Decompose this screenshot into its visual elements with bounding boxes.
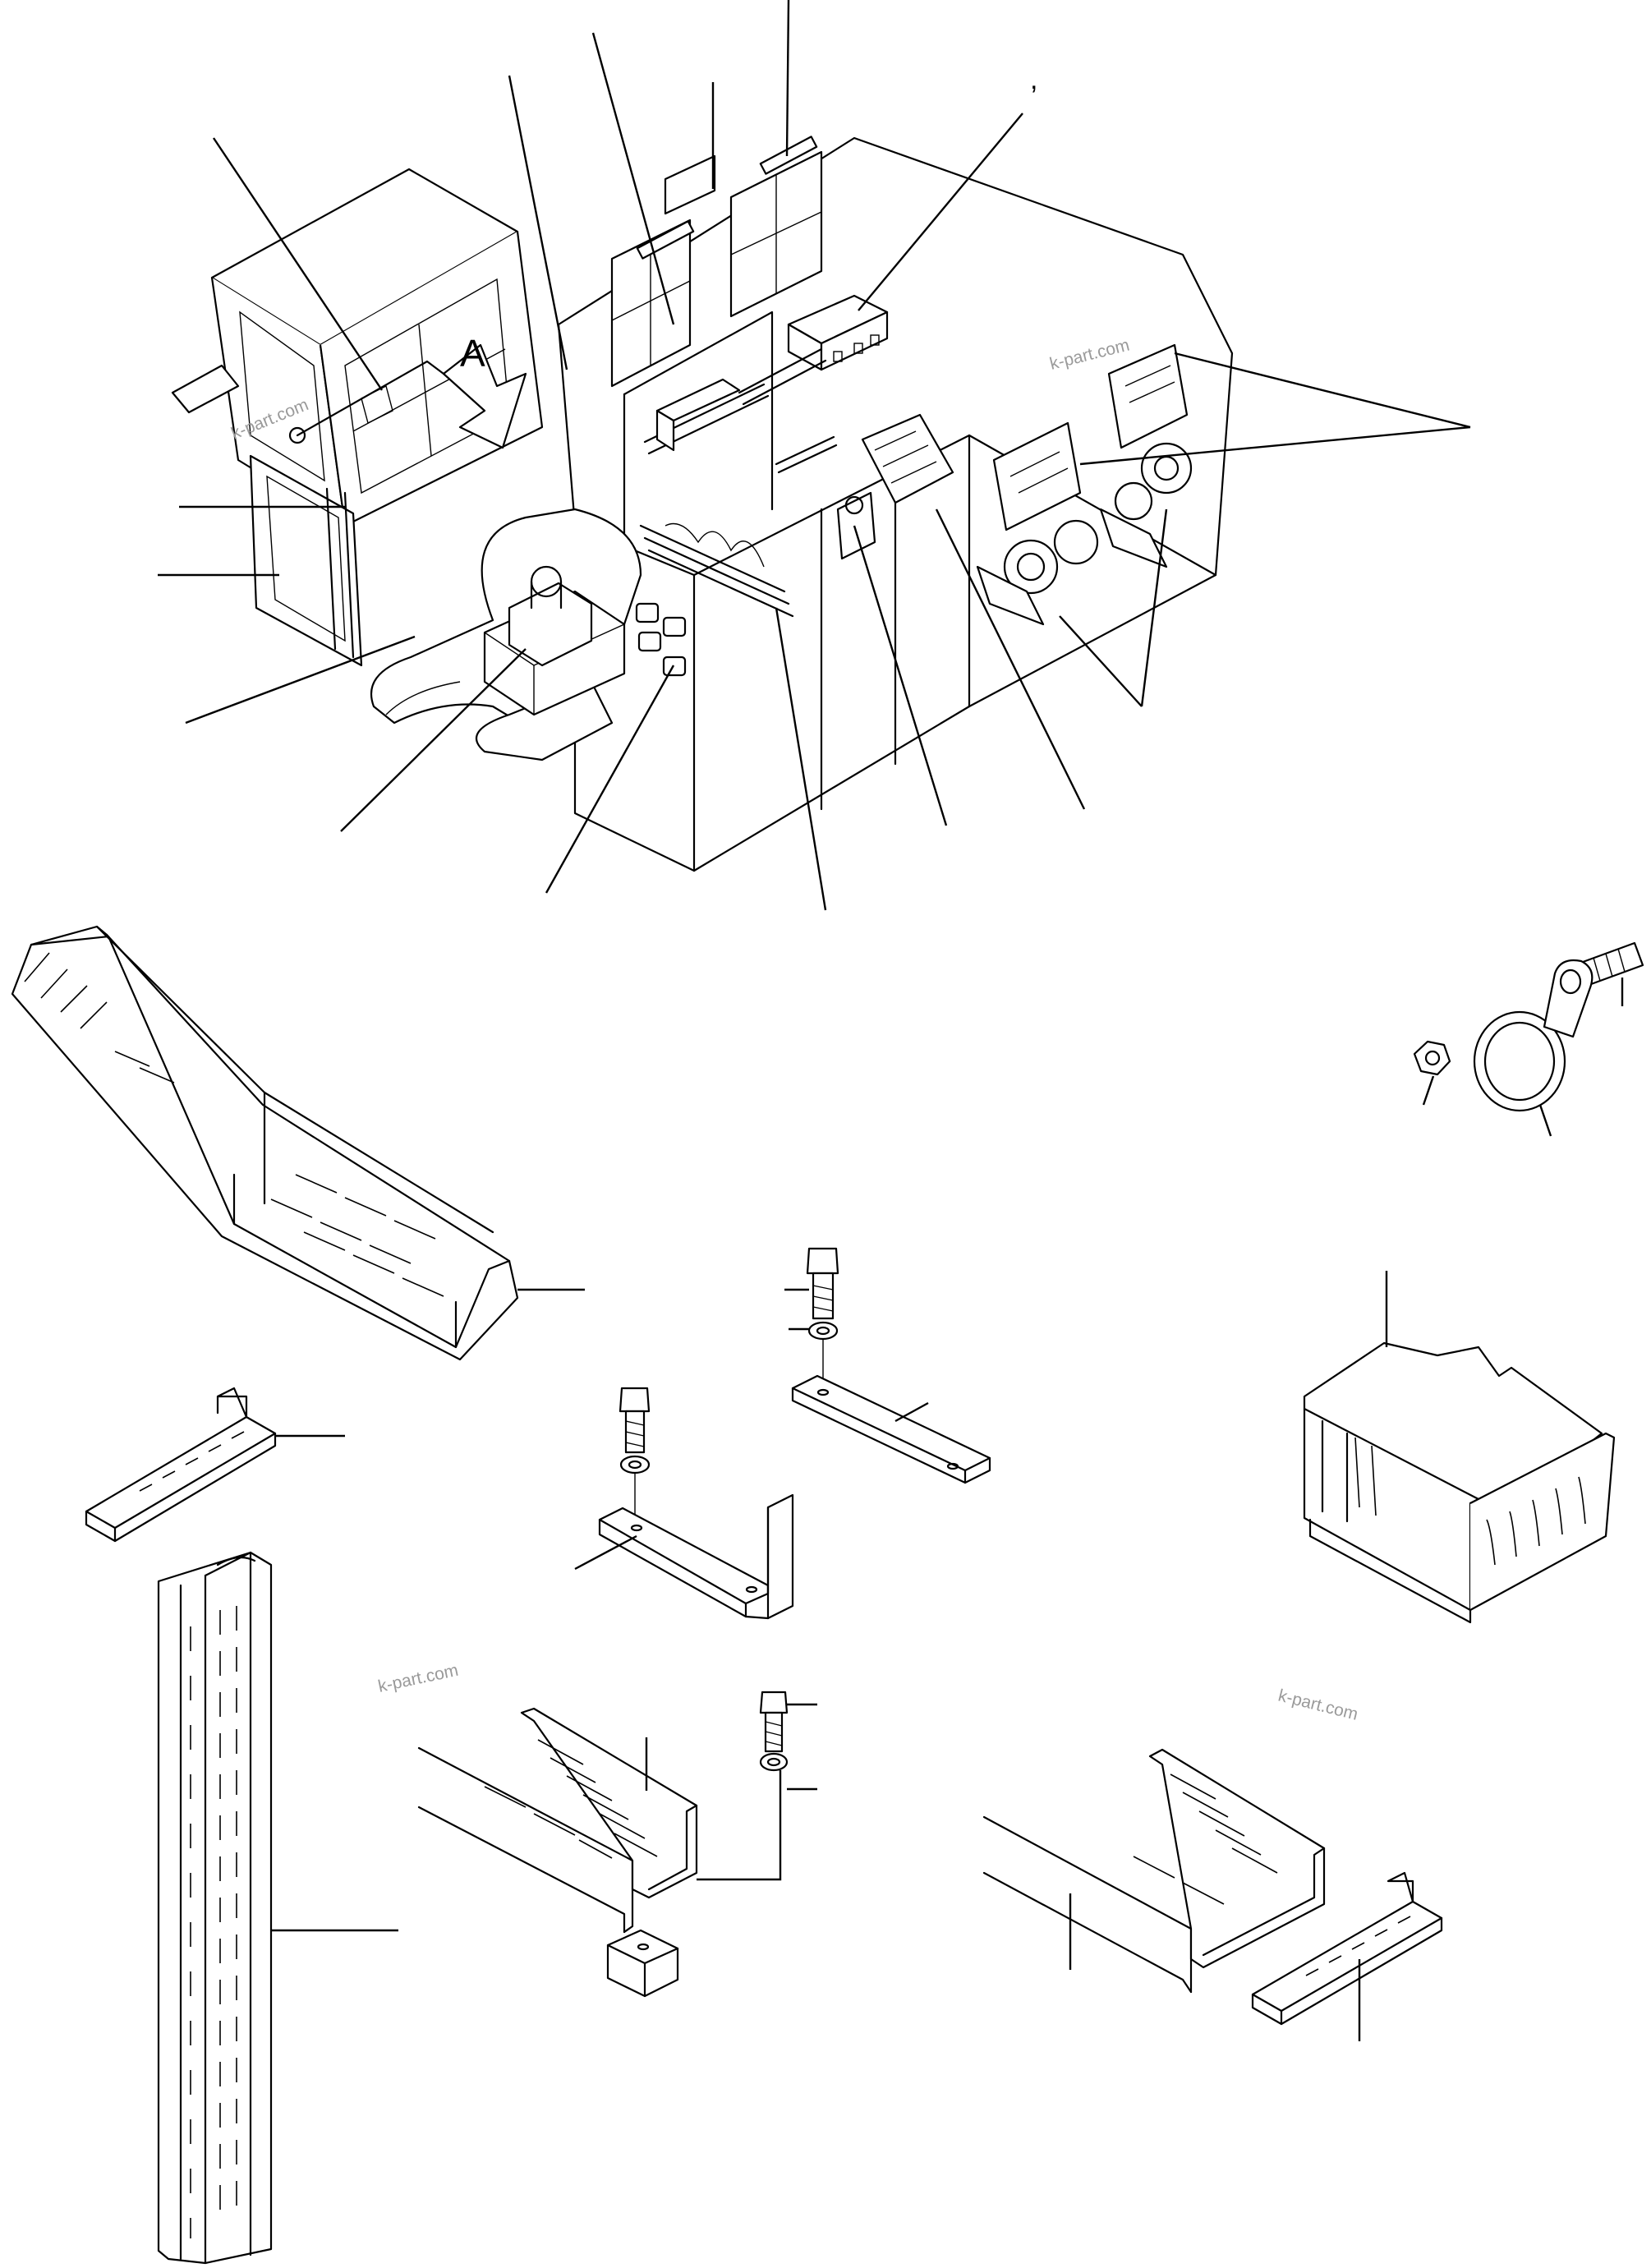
support-arm-right	[1251, 1871, 1443, 2026]
clamp-assembly	[1413, 941, 1644, 1112]
control-buttons	[635, 602, 687, 677]
l-bracket	[598, 1507, 770, 1605]
leader-l-bracket	[574, 1534, 637, 1571]
l-bracket-set	[598, 1387, 794, 1620]
wiring-harness	[639, 522, 794, 618]
leader-flat-bracket	[894, 1401, 929, 1423]
leader-clamp	[1538, 1104, 1552, 1137]
bolt-1	[806, 1247, 839, 1320]
valve-assemblies	[976, 343, 1193, 626]
operator-cab	[171, 168, 544, 667]
machine-assembly: A	[171, 136, 1234, 872]
tray-slots	[24, 952, 444, 1297]
bolt-3	[759, 1691, 789, 1753]
boom-arm	[370, 508, 642, 761]
channel-slots	[190, 1606, 237, 2238]
watermarks: k-part.com k-part.com k-part.com k-part.…	[228, 336, 1359, 1724]
view-label-a: A	[460, 332, 485, 375]
watermark-3: k-part.com	[376, 1661, 460, 1696]
bolt-2	[619, 1387, 651, 1454]
mount-block	[606, 1929, 679, 1998]
support-arm-left	[85, 1387, 277, 1543]
rods	[643, 347, 838, 474]
cable-tray-cover	[1303, 1341, 1616, 1624]
cable-tray-elbow	[11, 925, 519, 1361]
junction-box	[787, 294, 889, 371]
vertical-channel	[157, 1551, 273, 2265]
straight-tray-center	[417, 1691, 789, 1998]
leader-nut	[1422, 1075, 1435, 1106]
view-arrow-a: A	[442, 332, 527, 449]
washer-3	[759, 1752, 789, 1772]
watermark-4: k-part.com	[1276, 1686, 1360, 1724]
washer-1	[807, 1321, 839, 1341]
straight-tray-right	[982, 1748, 1443, 2026]
comma-mark: ,	[1030, 64, 1037, 95]
watermark-2: k-part.com	[1048, 336, 1132, 374]
engine-block	[483, 565, 626, 716]
hex-nut	[1413, 1040, 1451, 1076]
flat-bracket-set	[791, 1247, 991, 1484]
electrical-panel	[836, 413, 954, 560]
window-frames	[610, 136, 823, 388]
leader-lines-top: ,	[158, 0, 1471, 911]
pipe-clamp	[1473, 959, 1594, 1112]
washer-2	[619, 1455, 651, 1474]
